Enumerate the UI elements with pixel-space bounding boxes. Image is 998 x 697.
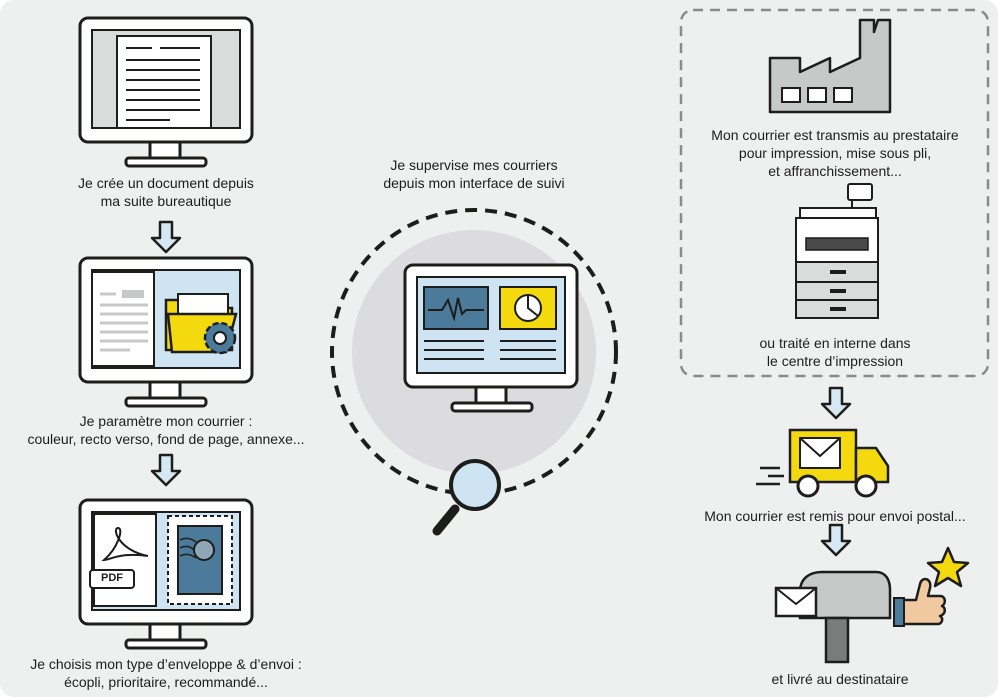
step-delivered-caption: et livré au destinataire: [771, 671, 909, 687]
step-supervise-caption: Je supervise mes courriers depuis mon in…: [383, 157, 565, 191]
step-provider-caption: Mon courrier est transmis au prestataire…: [711, 127, 959, 179]
down-arrow-icon: [820, 386, 852, 420]
pdf-label: PDF: [101, 572, 123, 584]
settings-monitor-icon: [78, 256, 254, 408]
step-internal-caption: ou traité en interne dans le centre d’im…: [759, 335, 911, 369]
step-configure-caption: Je paramètre mon courrier : couleur, rec…: [27, 413, 305, 447]
envelope-monitor-icon: [78, 498, 254, 650]
dashboard-monitor-icon: [403, 263, 579, 413]
step-create-caption: Je crée un document depuis ma suite bure…: [78, 175, 254, 209]
down-arrow-icon: [150, 220, 182, 254]
document-monitor-icon: [78, 16, 254, 168]
star-icon: [926, 546, 970, 588]
down-arrow-icon: [820, 523, 852, 557]
factory-icon: [768, 18, 892, 114]
production-box: [679, 8, 990, 378]
magnifier-icon: [432, 459, 501, 536]
mailbox-icon: [774, 570, 892, 664]
step-envelope-caption: Je choisis mon type d’enveloppe & d’envo…: [30, 656, 302, 690]
thumbs-up-icon: [893, 577, 946, 627]
copier-icon: [795, 183, 879, 319]
down-arrow-icon: [150, 453, 182, 487]
step-postal-caption: Mon courrier est remis pour envoi postal…: [704, 508, 966, 524]
delivery-truck-icon: [756, 428, 890, 498]
